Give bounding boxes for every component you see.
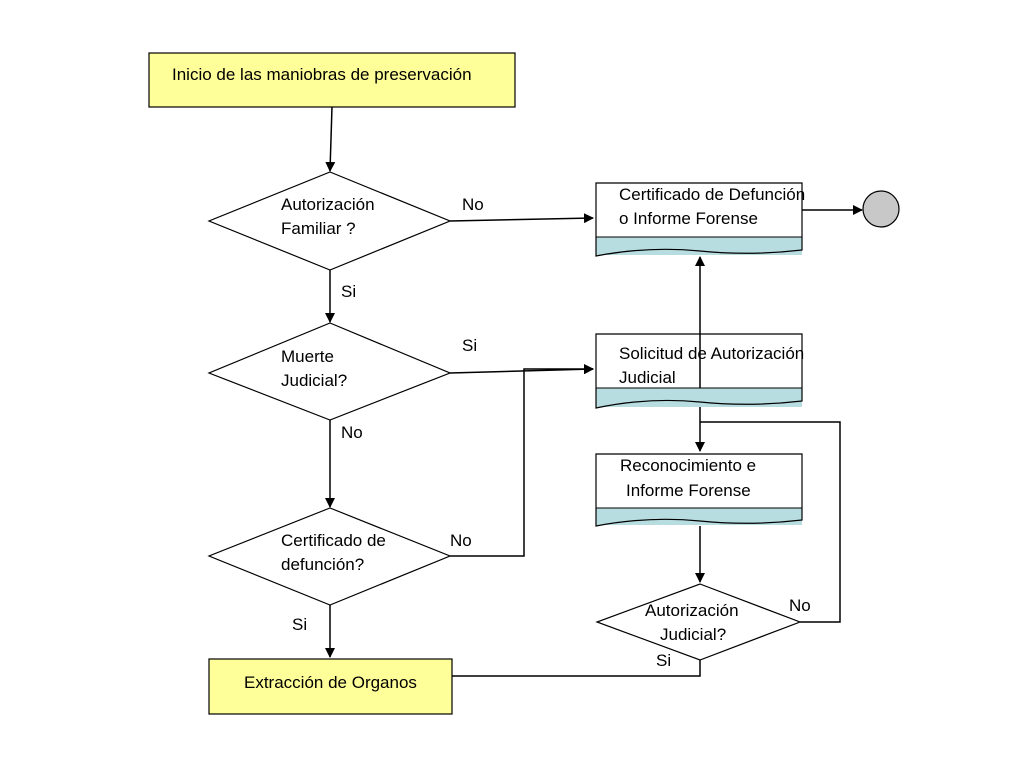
label-cd-si: Si	[292, 615, 307, 634]
decision-aj-line1: Autorización	[645, 601, 739, 620]
document-certificado-line1: Certificado de Defunción	[619, 185, 805, 204]
decision-mj-line1: Muerte	[281, 347, 334, 366]
document-reconocimiento-line1: Reconocimiento e	[620, 456, 756, 475]
decision-aj-line2: Judicial?	[660, 625, 726, 644]
decision-mj-line2: Judicial?	[281, 371, 347, 390]
label-aj-si: Si	[656, 651, 671, 670]
document-solicitud: Solicitud de Autorización Judicial	[595, 333, 804, 409]
document-certificado: Certificado de Defunción o Informe Foren…	[595, 182, 805, 257]
decision-cd-line2: defunción?	[281, 555, 364, 574]
edge-aj-si	[452, 660, 701, 677]
decision-cd-line1: Certificado de	[281, 531, 386, 550]
end-terminator-icon	[862, 190, 900, 228]
decision-certificado-defuncion: Certificado de defunción?	[207, 507, 452, 606]
label-cd-no: No	[450, 531, 472, 550]
decision-af-line2: Familiar ?	[281, 219, 356, 238]
decision-autorizacion-familiar: Autorización Familiar ?	[207, 171, 452, 271]
connectors	[325, 106, 863, 677]
document-solicitud-line2: Judicial	[619, 368, 676, 387]
edge-aj-no	[700, 421, 841, 623]
label-mj-no: No	[341, 423, 363, 442]
decision-autorizacion-judicial: Autorización Judicial?	[595, 583, 802, 661]
decision-muerte-judicial: Muerte Judicial?	[207, 322, 452, 421]
edge-labels: No Si Si No No Si No Si	[292, 195, 811, 670]
document-solicitud-line1: Solicitud de Autorización	[619, 344, 804, 363]
edge-af-no	[449, 213, 594, 224]
edge-inicio-to-autorizacion	[325, 106, 336, 172]
label-af-si: Si	[341, 282, 356, 301]
document-certificado-line2: o Informe Forense	[619, 209, 758, 228]
extraccion-label: Extracción de Organos	[244, 673, 417, 692]
label-mj-si: Si	[462, 336, 477, 355]
process-extraccion: Extracción de Organos	[208, 658, 453, 715]
document-reconocimiento-line2: Informe Forense	[626, 481, 751, 500]
process-inicio: Inicio de las maniobras de preservación	[148, 52, 516, 108]
decision-af-line1: Autorización	[281, 195, 375, 214]
label-af-no: No	[462, 195, 484, 214]
inicio-label: Inicio de las maniobras de preservación	[172, 65, 472, 84]
document-reconocimiento: Reconocimiento e Informe Forense	[595, 453, 803, 527]
label-aj-no: No	[789, 596, 811, 615]
edge-cd-no	[450, 364, 594, 557]
